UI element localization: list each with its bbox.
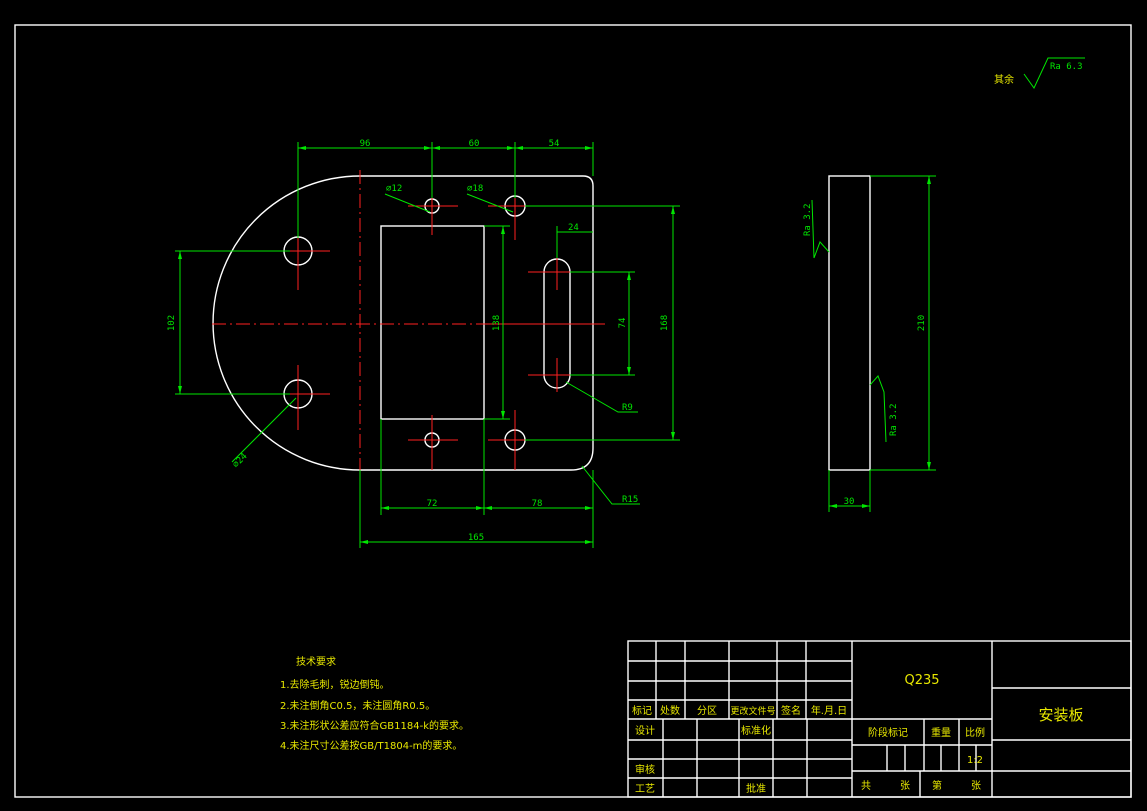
dim-74: 74 <box>618 318 628 329</box>
label-scale: 比例 <box>965 726 985 739</box>
label-sheets-2: 张 <box>971 780 981 792</box>
general-roughness: 其余 Ra 6.3 <box>994 57 1085 89</box>
label-total: 共 <box>861 780 871 792</box>
header-count: 处数 <box>660 704 680 717</box>
header-zone: 分区 <box>697 705 717 717</box>
note-item-3: 3.未注形状公差应符合GB1184-k的要求。 <box>280 719 469 732</box>
label-design: 设计 <box>635 724 655 737</box>
note-item-2: 2.未注倒角C0.5，未注圆角R0.5。 <box>280 699 435 712</box>
dim-78: 78 <box>532 499 543 509</box>
dim-210: 210 <box>917 315 927 331</box>
drawing-border <box>14 24 1132 798</box>
side-view-outline <box>828 175 871 471</box>
dim-r15: R15 <box>622 495 638 505</box>
dim-168: 168 <box>660 315 670 331</box>
note-item-1: 1.去除毛刺，锐边倒钝。 <box>280 678 390 691</box>
dim-60: 60 <box>469 139 480 149</box>
dim-72: 72 <box>427 499 438 509</box>
plate-outline <box>212 175 594 471</box>
label-check: 审核 <box>635 763 655 776</box>
header-date: 年.月.日 <box>811 704 847 717</box>
scale-value: 1:2 <box>967 755 983 766</box>
notes-title: 技术要求 <box>296 655 336 668</box>
dim-138: 138 <box>492 315 502 331</box>
dim-phi18: ⌀18 <box>467 184 483 194</box>
label-weight: 重量 <box>931 726 951 739</box>
header-sign: 签名 <box>781 704 801 717</box>
dim-phi12: ⌀12 <box>386 184 402 194</box>
label-standard: 标准化 <box>741 724 771 737</box>
dim-165: 165 <box>468 533 484 543</box>
front-view <box>212 170 605 475</box>
label-page: 第 <box>932 779 942 792</box>
label-approve: 批准 <box>746 782 766 795</box>
roughness-side-top: Ra 3.2 <box>803 203 813 236</box>
dim-54: 54 <box>549 139 560 149</box>
roughness-general-value: Ra 6.3 <box>1050 62 1083 72</box>
rect-cutout <box>380 225 485 420</box>
note-item-4: 4.未注尺寸公差按GB/T1804-m的要求。 <box>280 739 462 752</box>
dim-96: 96 <box>360 139 371 149</box>
title-block: Q235 安装板 标记 处数 分区 更改文件号 签名 年.月.日 设计 标准化 … <box>627 640 1132 798</box>
roughness-side-bottom: Ra 3.2 <box>889 403 899 436</box>
roughness-symbol-general <box>1023 57 1085 89</box>
roughness-general-label: 其余 <box>994 73 1014 86</box>
dim-30: 30 <box>844 497 855 507</box>
side-view: 210 30 Ra 3.2 Ra 3.2 <box>803 175 936 512</box>
label-sheets-1: 张 <box>900 780 910 792</box>
material: Q235 <box>904 673 939 688</box>
header-mark: 标记 <box>632 705 652 717</box>
roughness-symbol-bottom <box>869 375 887 443</box>
dim-phi24: ⌀24 <box>231 452 250 471</box>
front-view-dimensions: 96 60 54 ⌀12 ⌀18 ⌀24 24 102 138 74 <box>167 139 680 548</box>
label-process: 工艺 <box>635 783 655 795</box>
label-stage: 阶段标记 <box>868 726 908 739</box>
technical-notes: 技术要求 1.去除毛刺，锐边倒钝。 2.未注倒角C0.5，未注圆角R0.5。 3… <box>280 655 469 752</box>
header-doc: 更改文件号 <box>730 705 775 717</box>
part-name: 安装板 <box>1038 706 1083 724</box>
dim-102: 102 <box>167 315 177 331</box>
roughness-symbol-top <box>811 199 830 259</box>
dim-r9: R9 <box>622 403 633 413</box>
dim-24: 24 <box>568 223 579 233</box>
